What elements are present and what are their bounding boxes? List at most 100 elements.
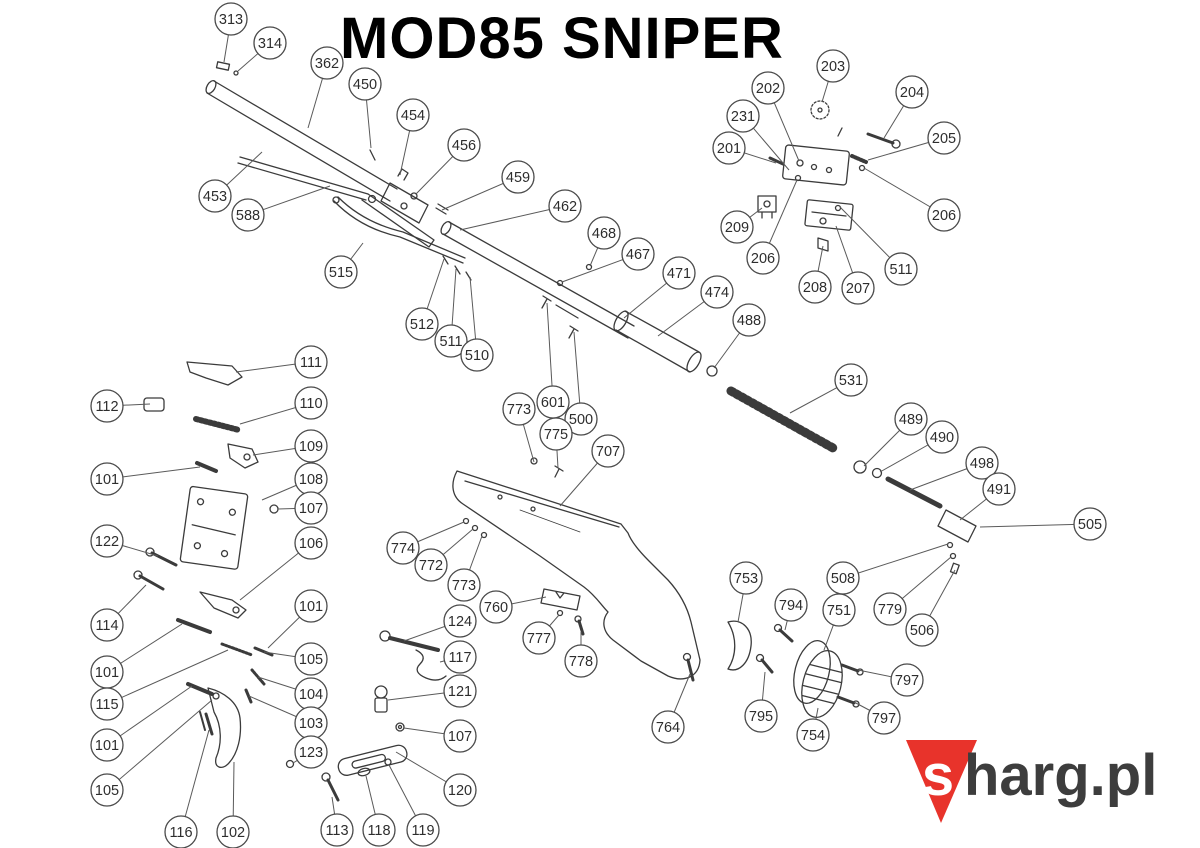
callout-number-760: 760 <box>484 600 508 616</box>
callout-circle-116 <box>164 815 198 848</box>
callout-number-753: 753 <box>734 571 758 587</box>
callout-107: 107 <box>294 491 328 525</box>
callout-circle-313 <box>214 2 248 36</box>
callout-467: 467 <box>621 237 655 271</box>
callout-number-208: 208 <box>803 280 827 296</box>
callout-circle-794 <box>774 588 808 622</box>
callout-circle-797 <box>867 701 901 735</box>
callout-number-121: 121 <box>448 684 472 700</box>
sight-blade-parts <box>540 588 585 636</box>
callout-505: 505 <box>1073 507 1107 541</box>
callout-number-512: 512 <box>410 317 434 333</box>
callout-208: 208 <box>798 270 832 304</box>
callout-456: 456 <box>447 128 481 162</box>
callout-number-209: 209 <box>725 220 749 236</box>
callout-471: 471 <box>662 256 696 290</box>
callout-number-116: 116 <box>169 825 192 841</box>
callout-778: 778 <box>564 644 598 678</box>
callout-107: 107 <box>443 719 477 753</box>
leader-line-101 <box>106 685 193 746</box>
callout-462: 462 <box>548 189 582 223</box>
callout-number-106: 106 <box>299 536 323 552</box>
callout-circle-795 <box>744 699 778 733</box>
callout-508: 508 <box>826 561 860 595</box>
callout-circle-456 <box>447 128 481 162</box>
callout-number-491: 491 <box>987 482 1011 498</box>
callout-362: 362 <box>310 46 344 80</box>
callout-circle-112 <box>90 389 124 423</box>
callout-795: 795 <box>744 699 778 733</box>
callout-circle-505 <box>1073 507 1107 541</box>
callout-circle-797 <box>890 663 924 697</box>
callout-101: 101 <box>90 728 124 762</box>
callout-number-774: 774 <box>391 541 415 557</box>
callout-number-112: 112 <box>95 399 118 415</box>
callout-circle-500 <box>564 402 598 436</box>
callout-491: 491 <box>982 472 1016 506</box>
callout-number-454: 454 <box>401 108 425 124</box>
diagram-title: MOD85 SNIPER <box>340 6 784 71</box>
callout-122: 122 <box>90 524 124 558</box>
parts-drawing <box>133 61 977 802</box>
callout-number-110: 110 <box>299 396 322 412</box>
callout-number-498: 498 <box>970 456 994 472</box>
callout-511: 511 <box>884 252 918 286</box>
callout-circle-506 <box>905 613 939 647</box>
callout-number-515: 515 <box>329 265 353 281</box>
callout-number-124: 124 <box>448 614 472 630</box>
callout-111: 111 <box>294 345 328 379</box>
callout-number-754: 754 <box>801 728 825 744</box>
callout-119: 119 <box>406 813 440 847</box>
callout-313: 313 <box>214 2 248 36</box>
callout-764: 764 <box>651 710 685 744</box>
callout-number-204: 204 <box>900 85 924 101</box>
callout-number-101: 101 <box>299 599 323 615</box>
barrel <box>205 79 449 224</box>
callout-circle-707 <box>591 434 625 468</box>
leader-line-105 <box>106 699 213 791</box>
callout-794: 794 <box>774 588 808 622</box>
callout-number-508: 508 <box>831 571 855 587</box>
callout-number-107: 107 <box>448 729 472 745</box>
callout-number-772: 772 <box>419 558 443 574</box>
callout-105: 105 <box>90 773 124 807</box>
callout-101: 101 <box>90 655 124 689</box>
callout-circle-474 <box>700 275 734 309</box>
callout-number-474: 474 <box>705 285 729 301</box>
logo-letter-s: s <box>922 743 954 808</box>
callout-number-779: 779 <box>878 602 902 618</box>
callout-circle-122 <box>90 524 124 558</box>
callout-number-506: 506 <box>910 623 934 639</box>
callout-number-103: 103 <box>299 716 323 732</box>
callout-775: 775 <box>539 417 573 451</box>
callout-797: 797 <box>890 663 924 697</box>
callout-circle-531 <box>834 363 868 397</box>
callout-110: 110 <box>294 386 328 420</box>
callout-118: 118 <box>362 813 396 847</box>
callout-511: 511 <box>434 324 468 358</box>
callout-number-202: 202 <box>756 81 780 97</box>
callout-circle-772 <box>414 548 448 582</box>
receiver-tube <box>440 220 635 339</box>
callout-779: 779 <box>873 592 907 626</box>
callout-circle-207 <box>841 271 875 305</box>
callout-circle-109 <box>294 429 328 463</box>
callout-101: 101 <box>90 462 124 496</box>
callout-number-707: 707 <box>596 444 620 460</box>
callout-circle-123 <box>294 735 328 769</box>
callout-circle-101 <box>90 462 124 496</box>
butt-parts <box>682 620 864 718</box>
callout-112: 112 <box>90 389 124 423</box>
callout-116: 116 <box>164 815 198 848</box>
callout-103: 103 <box>294 706 328 740</box>
callout-117: 117 <box>443 640 477 674</box>
callout-circle-498 <box>965 446 999 480</box>
callout-773: 773 <box>502 392 536 426</box>
callout-498: 498 <box>965 446 999 480</box>
callout-circle-777 <box>522 621 556 655</box>
callout-206: 206 <box>927 198 961 232</box>
callout-number-105: 105 <box>95 783 119 799</box>
callout-506: 506 <box>905 613 939 647</box>
callout-circle-113 <box>320 813 354 847</box>
callout-number-119: 119 <box>411 823 434 839</box>
